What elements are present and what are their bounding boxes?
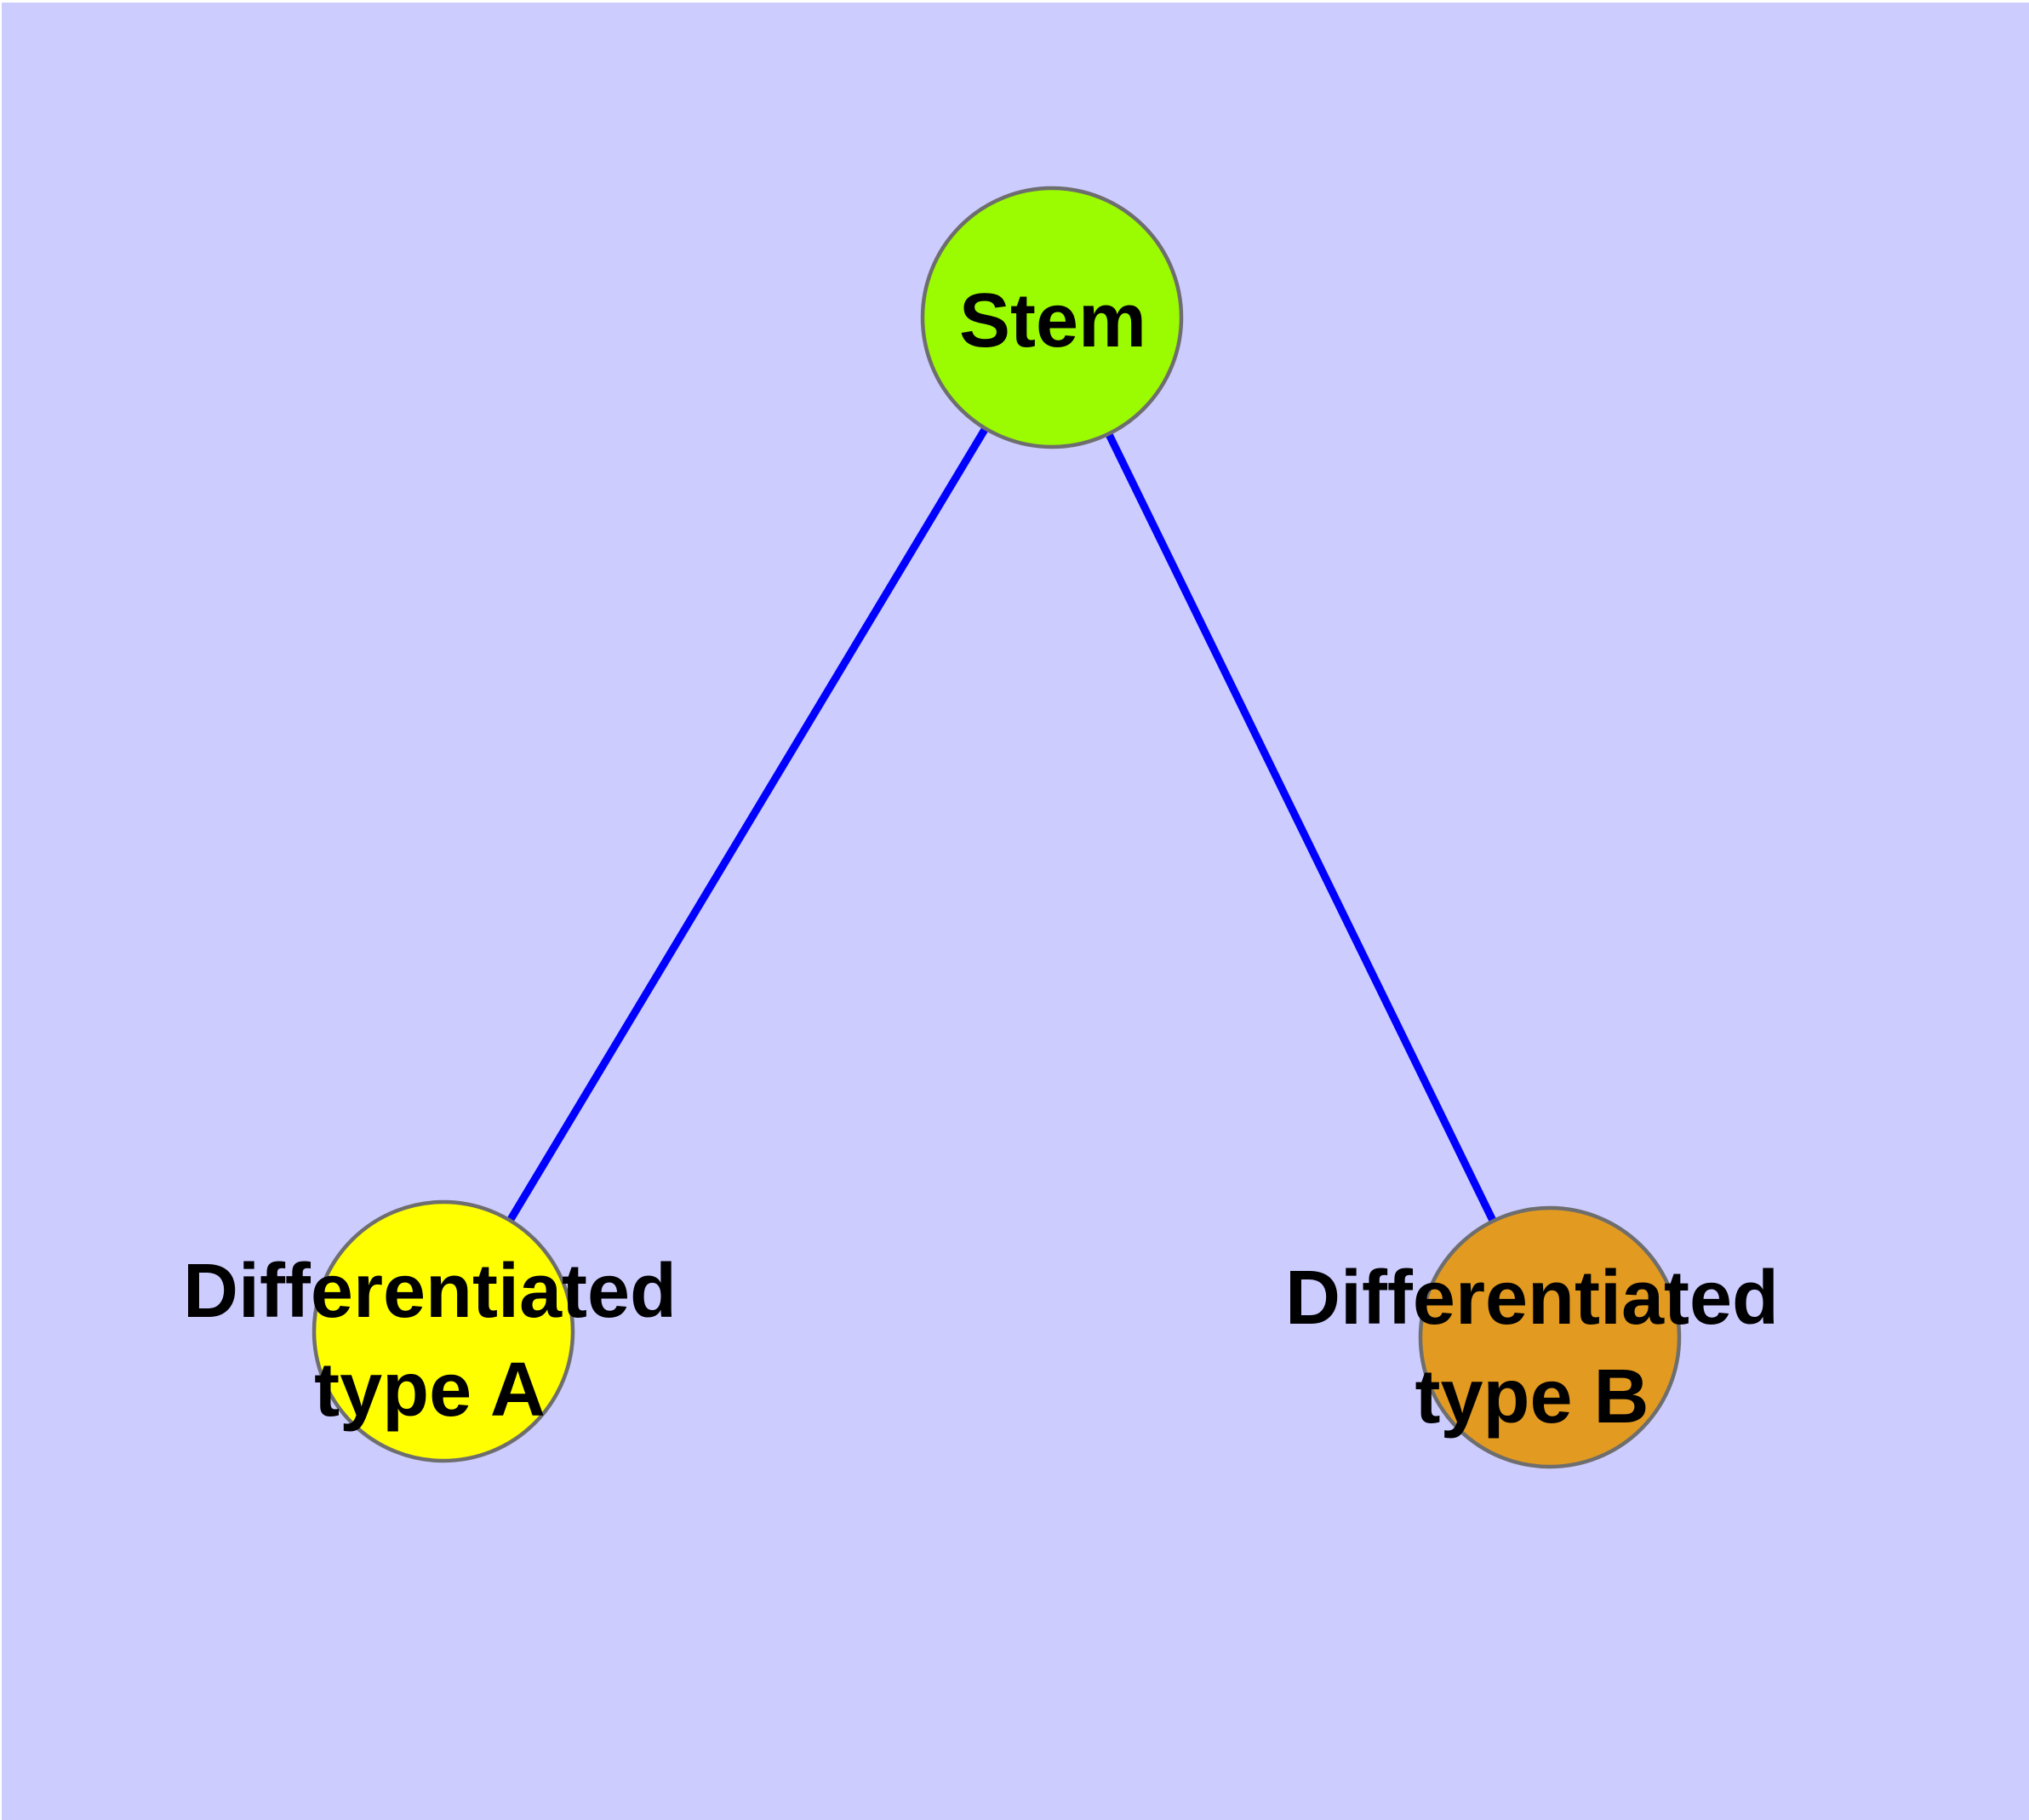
node-stem-circle	[920, 186, 1184, 449]
node-type-b-circle	[1418, 1205, 1682, 1469]
edge-stem-to-type-b	[1048, 316, 1554, 1339]
node-type-b-label-line2: type B	[1415, 1354, 1649, 1439]
node-type-b-label-line1: Differentiated	[1285, 1256, 1779, 1341]
edge-stem-to-type-a	[440, 315, 1055, 1334]
node-type-a-label-line2: type A	[314, 1348, 546, 1433]
node-stem-label: Stem	[959, 278, 1146, 363]
node-type-a-circle	[311, 1199, 575, 1463]
node-type-a-label-line1: Differentiated	[183, 1249, 677, 1334]
